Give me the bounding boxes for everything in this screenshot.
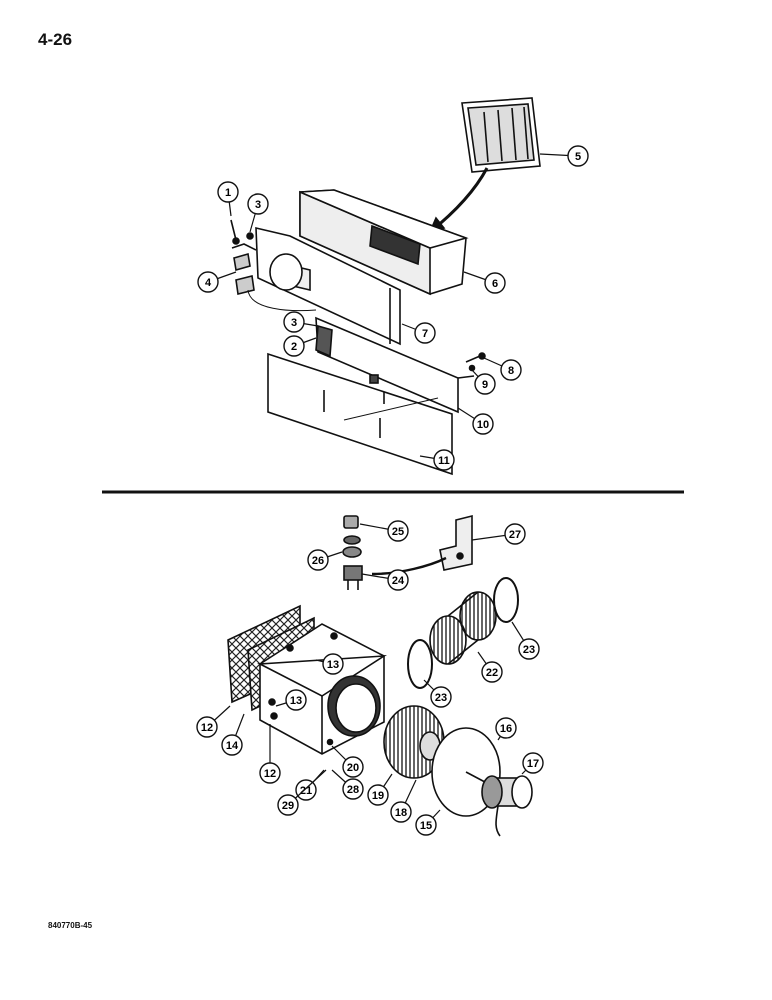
blower-box — [257, 623, 388, 755]
callout-2: 2 — [283, 335, 317, 357]
callout-label: 7 — [422, 328, 428, 340]
callout-21: 21 — [295, 769, 325, 801]
callout-label: 15 — [420, 820, 432, 832]
callout-label: 17 — [527, 758, 539, 770]
callouts: 1234567891011312131415161718192021222323… — [196, 145, 589, 836]
callout-label: 10 — [477, 419, 489, 431]
callout-label: 26 — [312, 555, 324, 567]
callout-28: 28 — [331, 769, 364, 800]
callout-label: 19 — [372, 790, 384, 802]
callout-label: 29 — [282, 800, 294, 812]
callout-label: 27 — [509, 529, 521, 541]
callout-13: 13 — [315, 653, 344, 675]
callout-22: 22 — [477, 651, 503, 683]
callout-17: 17 — [521, 752, 544, 775]
callout-20: 20 — [331, 745, 364, 778]
callout-15: 15 — [415, 809, 441, 836]
callout-label: 4 — [205, 277, 212, 289]
callout-label: 23 — [435, 692, 447, 704]
callout-label: 6 — [492, 278, 498, 290]
bracket-part — [439, 514, 473, 571]
callout-label: 12 — [201, 722, 213, 734]
callout-label: 21 — [300, 785, 312, 797]
lower-assembly — [227, 514, 533, 837]
callout-5: 5 — [539, 145, 589, 167]
callout-12: 12 — [196, 705, 231, 738]
callout-label: 3 — [291, 317, 297, 329]
callout-label: 13 — [327, 659, 339, 671]
callout-1: 1 — [217, 181, 239, 217]
screws-right — [465, 352, 486, 372]
callout-9: 9 — [471, 369, 496, 395]
callout-18: 18 — [390, 779, 417, 823]
callout-label: 23 — [523, 644, 535, 656]
panel-part — [315, 316, 475, 414]
callout-25: 25 — [359, 520, 409, 542]
callout-13: 13 — [275, 689, 307, 711]
callout-label: 18 — [395, 807, 407, 819]
callout-11: 11 — [419, 449, 455, 471]
callout-3: 3 — [247, 193, 269, 233]
callout-24: 24 — [361, 569, 409, 591]
motor-part — [481, 775, 533, 837]
callout-label: 22 — [486, 667, 498, 679]
callout-4: 4 — [197, 271, 237, 293]
callout-label: 2 — [291, 341, 297, 353]
housing-part — [299, 189, 469, 296]
callout-12: 12 — [259, 724, 281, 784]
callout-19: 19 — [367, 773, 393, 806]
callout-10: 10 — [457, 407, 494, 435]
hose-part — [429, 591, 497, 665]
callout-label: 25 — [392, 526, 404, 538]
duct-part — [255, 226, 401, 346]
figure-id: 840770B-45 — [48, 921, 93, 930]
callout-7: 7 — [401, 322, 436, 344]
page-number: 4-26 — [38, 30, 73, 49]
cover-part — [267, 352, 453, 476]
clamps — [407, 577, 519, 689]
callout-26: 26 — [307, 549, 343, 571]
callout-3: 3 — [283, 311, 319, 333]
callout-23: 23 — [511, 621, 540, 660]
callout-label: 12 — [264, 768, 276, 780]
callout-29: 29 — [277, 769, 327, 816]
callout-label: 24 — [392, 575, 405, 587]
callout-label: 11 — [438, 455, 450, 467]
callout-label: 3 — [255, 199, 261, 211]
callout-27: 27 — [471, 523, 526, 545]
callout-label: 14 — [226, 740, 239, 752]
callout-label: 8 — [508, 365, 514, 377]
switch-parts — [342, 515, 363, 590]
callout-8: 8 — [483, 357, 522, 381]
callout-label: 20 — [347, 762, 359, 774]
callout-label: 13 — [290, 695, 302, 707]
callout-16: 16 — [495, 717, 517, 741]
upper-assembly — [230, 97, 541, 476]
callout-label: 5 — [575, 151, 581, 163]
callout-14: 14 — [221, 713, 245, 756]
callout-label: 9 — [482, 379, 488, 391]
callout-label: 1 — [225, 187, 231, 199]
louver-part — [461, 97, 541, 173]
callout-label: 16 — [500, 723, 512, 735]
callout-label: 28 — [347, 784, 359, 796]
callout-6: 6 — [463, 271, 506, 294]
callout-23: 23 — [423, 679, 452, 708]
hardware-upper — [230, 219, 317, 312]
